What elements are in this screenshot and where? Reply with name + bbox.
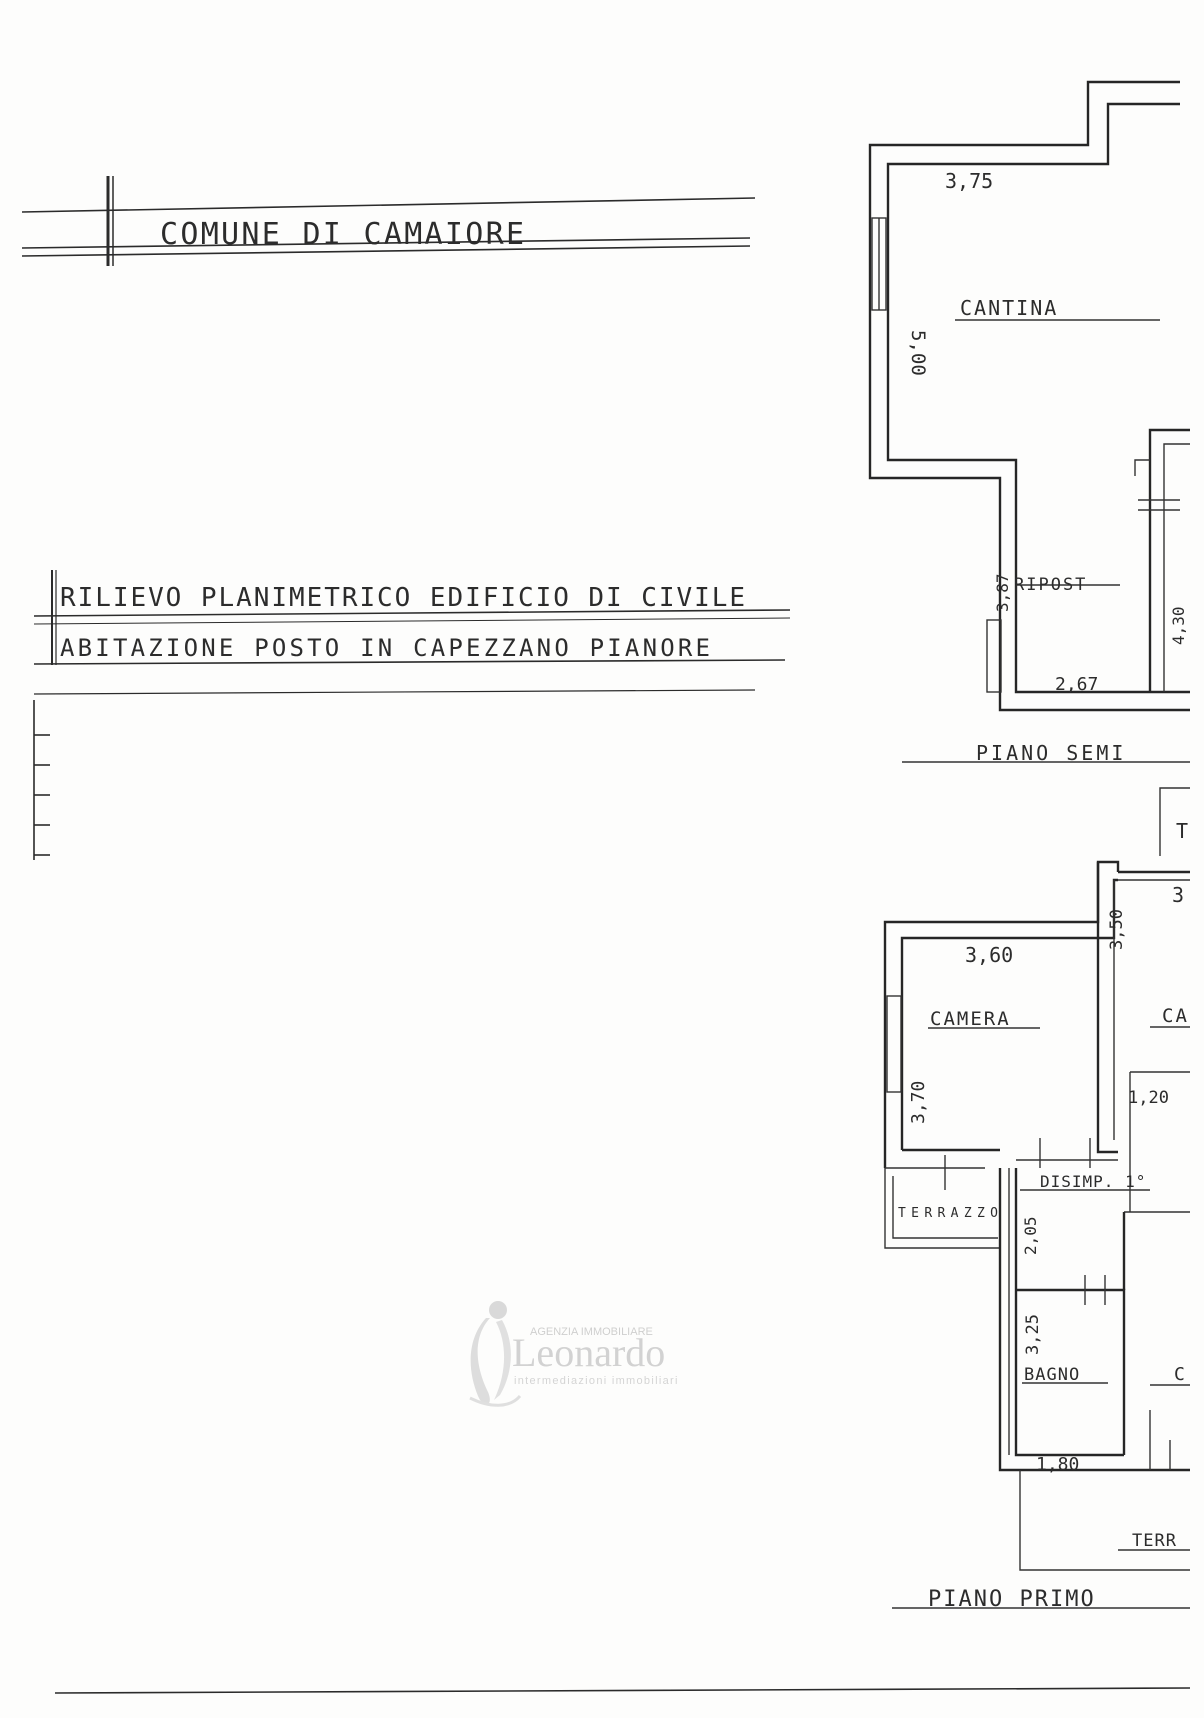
bagno-depth-dimension: 3,25 xyxy=(1023,1314,1043,1355)
bagno-width-dimension: 1,80 xyxy=(1036,1454,1079,1475)
sheet-bottom-rule xyxy=(54,1687,1191,1694)
municipality-title-block: COMUNE DI CAMAIORE xyxy=(21,176,756,266)
municipality-title: COMUNE DI CAMAIORE xyxy=(160,217,525,252)
terrazzo-label: TERRAZZO xyxy=(898,1206,998,1221)
adjacent-depth-dimension: 4,30 xyxy=(1169,606,1188,645)
disimpegno-depth-dimension: 2,05 xyxy=(1021,1216,1040,1255)
semi-floor-title: PIANO SEMI xyxy=(976,741,1126,765)
semi-floor-plan: 3,75 CANTINA 5,00 RIPOST 3,87 2,67 4,30 … xyxy=(868,80,1190,765)
top-room-label: T xyxy=(1176,819,1188,843)
partial-room-label: C xyxy=(1174,1364,1185,1385)
survey-line-1: RILIEVO PLANIMETRICO EDIFICIO DI CIVILE xyxy=(60,583,745,613)
ripost-depth-dimension: 3,87 xyxy=(993,573,1012,612)
bagno-room-label: BAGNO xyxy=(1024,1365,1080,1385)
disimpegno-width-dimension: 1,20 xyxy=(1128,1088,1169,1108)
first-floor-plan: 3,60 CAMERA 3,70 3 T 3,50 CA 1,20 DISIMP… xyxy=(883,787,1190,1612)
watermark-brand: Leonardo xyxy=(512,1330,665,1375)
watermark-top: AGENZIA IMMOBILIARE xyxy=(530,1326,653,1338)
camera2-width-dimension: 3 xyxy=(1172,883,1184,907)
ripost-width-dimension: 2,67 xyxy=(1055,674,1098,695)
terr-label: TERR xyxy=(1132,1531,1177,1551)
survey-title-block: RILIEVO PLANIMETRICO EDIFICIO DI CIVILE … xyxy=(33,570,791,860)
camera-room-label: CAMERA xyxy=(930,1008,1011,1030)
disimpegno-room-label: DISIMP. 1° xyxy=(1040,1172,1146,1191)
ripost-room-label: RIPOST xyxy=(1014,575,1087,595)
camera2-depth-dimension: 3,50 xyxy=(1107,909,1127,950)
agency-logo-figure-icon xyxy=(469,1301,522,1407)
cantina-width-dimension: 3,75 xyxy=(945,169,993,193)
cantina-room-label: CANTINA xyxy=(960,296,1058,320)
camera-width-dimension: 3,60 xyxy=(965,943,1013,967)
first-floor-title: PIANO PRIMO xyxy=(928,1587,1096,1612)
agency-watermark: AGENZIA IMMOBILIARE Leonardo intermediaz… xyxy=(469,1301,679,1407)
watermark-tagline: intermediazioni immobiliari xyxy=(514,1375,679,1387)
camera2-room-label: CA xyxy=(1162,1005,1189,1027)
survey-line-2: ABITAZIONE POSTO IN CAPEZZANO PIANORE xyxy=(60,634,710,662)
cantina-depth-dimension: 5,00 xyxy=(907,330,929,376)
camera-depth-dimension: 3,70 xyxy=(908,1081,929,1124)
